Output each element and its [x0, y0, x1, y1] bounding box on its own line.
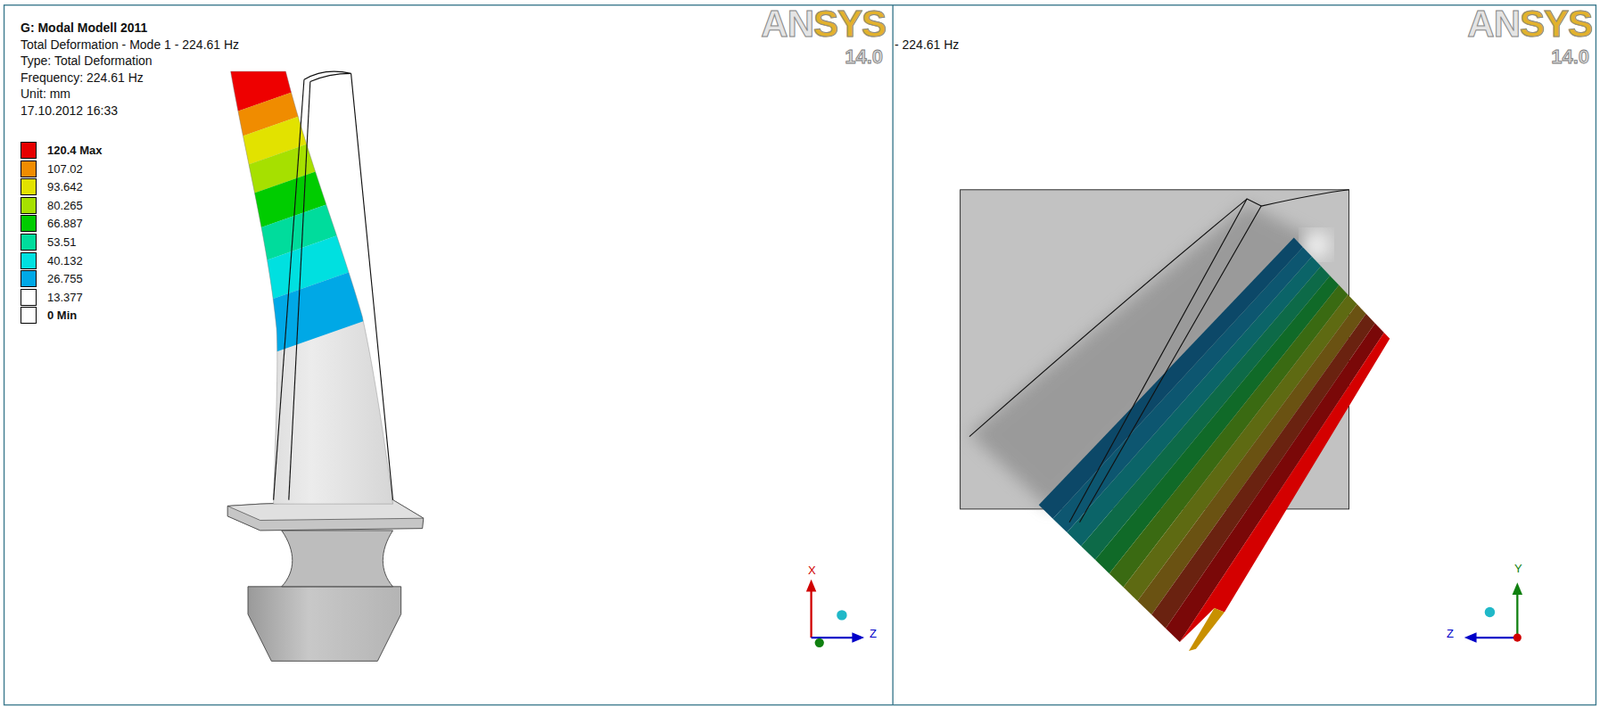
panel-frame: [4, 5, 1597, 706]
legend-value: 0 Min: [47, 307, 77, 323]
contour-bands: [1039, 238, 1391, 652]
legend-value: 66.887: [47, 215, 83, 231]
legend-swatch: [20, 233, 37, 251]
legend-value: 53.51: [47, 234, 77, 250]
blade-root: [227, 500, 424, 662]
plot-info: Unit: mm: [20, 85, 71, 102]
version: 14.0: [844, 46, 883, 68]
deformed-blade: [193, 0, 439, 504]
legend-swatch: [20, 288, 37, 306]
contour-bands: [193, 0, 439, 381]
legend-value: 40.132: [47, 253, 83, 269]
axis-label: Z: [869, 626, 877, 641]
legend-value: 120.4 Max: [47, 142, 102, 158]
axis-label: X: [808, 563, 817, 578]
legend-value: 93.642: [47, 179, 83, 195]
legend-swatch: [20, 141, 37, 159]
undeformed-outline: [273, 71, 394, 501]
panel-divider: [891, 5, 893, 706]
axis-label: Y: [1514, 561, 1523, 576]
legend-value: 80.265: [47, 197, 83, 214]
logo: ANSYS: [1467, 3, 1592, 45]
plot-info: Total Deformation - Mode 1 - 224.61 Hz: [20, 36, 240, 53]
legend-value: 107.02: [47, 161, 83, 177]
logo: ANSYS: [760, 3, 886, 45]
plot-info: Type: Total Deformation: [20, 52, 153, 69]
plot-title: G: Modal Modell 2011: [20, 19, 148, 36]
legend-swatch: [20, 160, 37, 178]
version: 14.0: [1550, 46, 1590, 68]
legend-swatch: [20, 252, 37, 270]
axis-triad: [1464, 582, 1523, 644]
legend-swatch: [20, 214, 37, 232]
undeformed-outline: [969, 189, 1350, 523]
plot-info: Frequency: 224.61 Hz: [20, 69, 144, 86]
legend-value: 26.755: [47, 271, 83, 287]
legend-swatch: [20, 178, 37, 196]
legend-swatch: [20, 306, 37, 324]
top-view: [960, 189, 1391, 652]
legend-swatch: [20, 270, 37, 288]
plot-info: 17.10.2012 16:33: [20, 102, 118, 119]
axis-label: Z: [1446, 626, 1454, 641]
axis-triad: [806, 579, 865, 648]
plot-info: - 224.61 Hz: [894, 36, 959, 53]
legend-value: 13.377: [47, 289, 83, 306]
legend-swatch: [20, 197, 37, 215]
